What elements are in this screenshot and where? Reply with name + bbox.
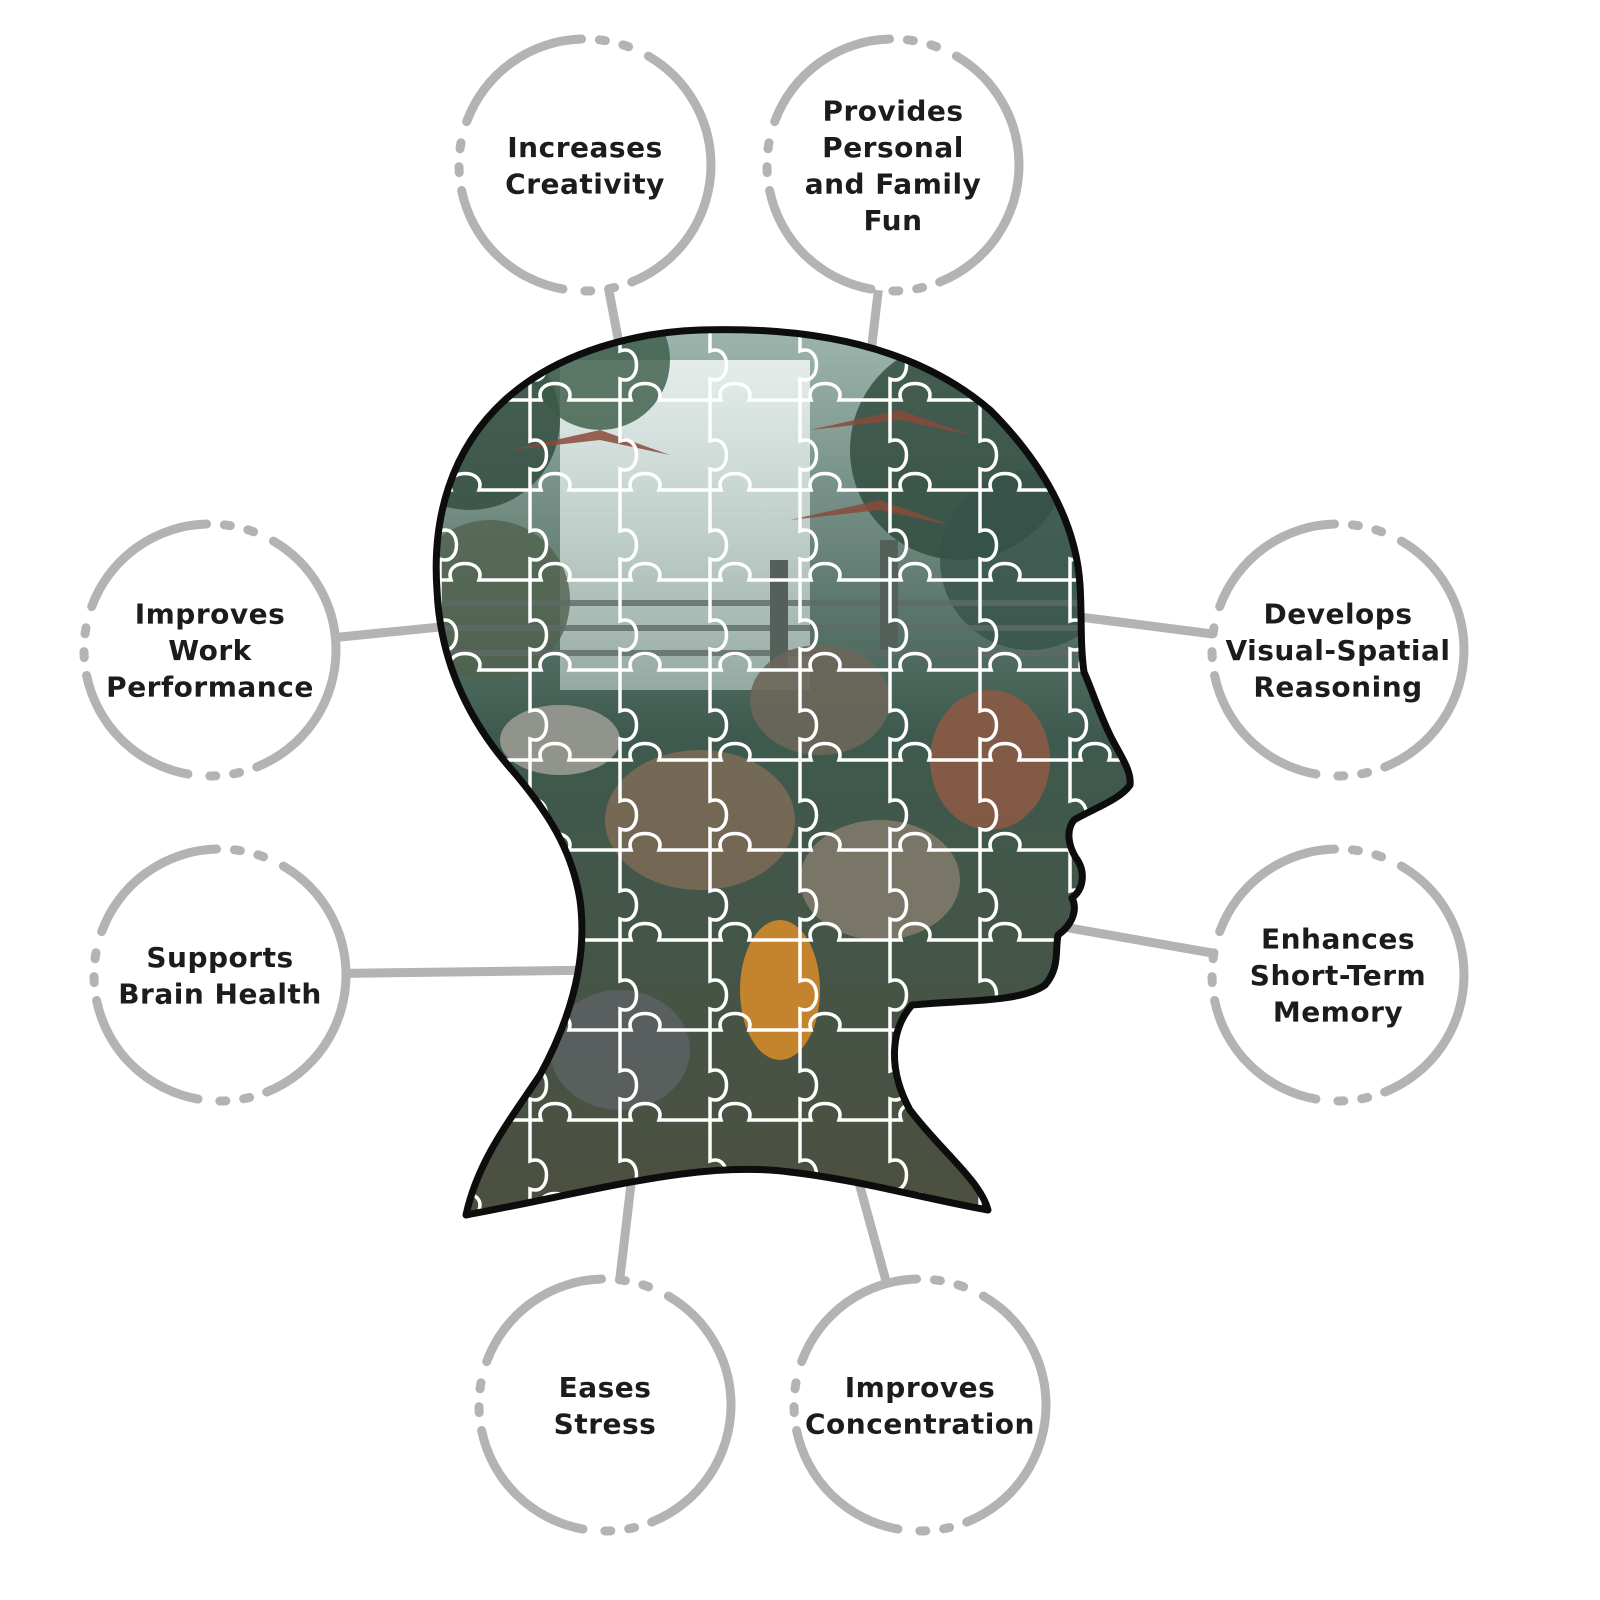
puzzle-line-horizontal: [436, 651, 1131, 672]
dinosaur-shape: [500, 705, 620, 775]
benefit-label-line: Improves: [135, 598, 286, 631]
benefit-label-line: Improves: [845, 1371, 996, 1404]
dinosaur-shape: [605, 750, 795, 890]
benefit-label-line: Performance: [106, 671, 314, 704]
fence-post-shape: [770, 560, 788, 670]
pterosaur-shape: [510, 430, 670, 455]
connector-line-supports-brain-health: [341, 965, 605, 978]
puzzle-line-vertical: [618, 329, 639, 1215]
benefit-label-line: Personal: [822, 131, 964, 164]
pterosaur-shape: [790, 500, 950, 525]
benefit-label-line: and Family: [805, 167, 982, 200]
fence-bar-shape: [436, 625, 1090, 631]
dinosaur-scene-shapes: [436, 329, 1120, 1110]
benefit-circle: [79, 519, 341, 781]
puzzle-line-horizontal: [436, 561, 1131, 582]
benefit-label-line: Develops: [1263, 598, 1412, 631]
puzzle-line-vertical: [708, 329, 729, 1215]
puzzle-line-horizontal: [436, 741, 1131, 762]
puzzle-line-horizontal: [436, 471, 1131, 492]
benefit-label-line: Brain Health: [118, 977, 322, 1010]
benefit-label-line: Visual-Spatial: [1225, 634, 1450, 667]
benefit-label-line: Concentration: [805, 1407, 1035, 1440]
puzzle-line-vertical: [888, 329, 909, 1215]
head-profile-puzzle-icon: [432, 326, 1134, 1219]
fence-bar-shape: [436, 650, 1090, 656]
benefit-label-line: Creativity: [505, 167, 665, 200]
benefit-label-line: Work: [168, 634, 252, 667]
benefit-label-line: Memory: [1273, 996, 1403, 1029]
benefit-circle: [789, 1274, 1051, 1536]
benefit-label-line: Fun: [863, 204, 922, 237]
benefit-label-line: Short-Term: [1250, 959, 1426, 992]
benefit-circle: [1207, 844, 1469, 1106]
connector-lines: [330, 284, 1219, 1288]
benefit-circle: [89, 844, 351, 1106]
dinosaur-shape: [750, 645, 890, 755]
benefit-label-line: Enhances: [1261, 923, 1415, 956]
benefit-circle: [1207, 519, 1469, 781]
benefit-label-line: Eases: [559, 1371, 652, 1404]
head-outline: [432, 326, 1134, 1219]
benefit-circle: [474, 1274, 736, 1536]
puzzle-line-vertical: [798, 329, 819, 1215]
fence-bar-shape: [436, 600, 1090, 606]
benefit-circle: [454, 34, 716, 296]
benefit-label-line: Increases: [507, 131, 662, 164]
benefit-circle: [762, 34, 1024, 296]
benefit-label-line: Supports: [146, 941, 293, 974]
benefit-label-line: Stress: [554, 1407, 657, 1440]
benefit-label-line: Provides: [822, 94, 963, 127]
benefit-label-line: Reasoning: [1253, 671, 1422, 704]
foliage-shape: [530, 329, 670, 430]
foliage-shape: [436, 330, 560, 510]
